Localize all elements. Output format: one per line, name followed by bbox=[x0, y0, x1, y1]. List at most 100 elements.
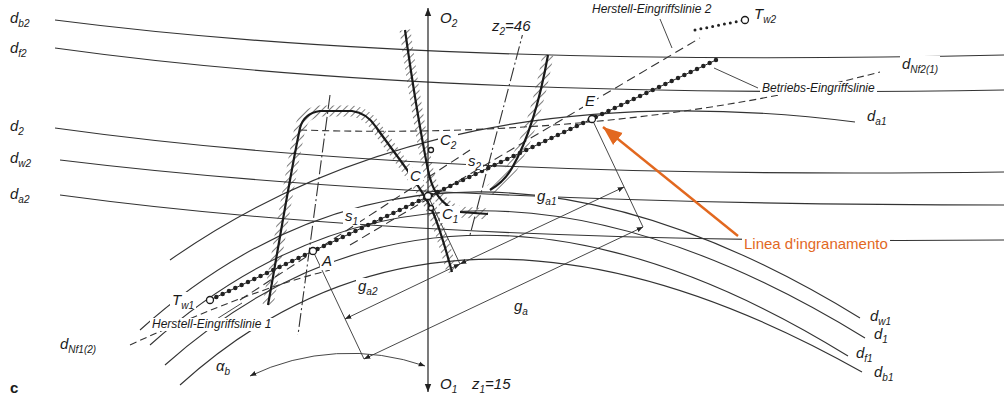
label-subscript: 2 bbox=[18, 126, 24, 137]
label-main: g bbox=[514, 297, 522, 314]
thickness-label: s2 bbox=[466, 153, 483, 170]
label-subscript: w2 bbox=[18, 158, 31, 169]
label-main: C bbox=[440, 131, 451, 148]
label-main: C bbox=[442, 205, 453, 222]
tooth-axis bbox=[470, 25, 525, 235]
dimension-line bbox=[345, 264, 460, 319]
circle-label: da1 bbox=[865, 108, 888, 125]
label-main: d bbox=[870, 307, 878, 324]
label-main: z bbox=[492, 17, 500, 34]
callout-arrow bbox=[603, 127, 738, 236]
label-main: d bbox=[60, 335, 68, 352]
dimension-line bbox=[364, 227, 643, 359]
tooth-hatching bbox=[490, 55, 548, 190]
label-subscript: 2 bbox=[451, 140, 457, 151]
point-marker bbox=[742, 17, 749, 24]
label-main: d bbox=[10, 9, 18, 26]
axis-label: O2 bbox=[438, 10, 459, 27]
label-main: z bbox=[472, 375, 480, 392]
callout-text: Linea d'ingranamento bbox=[742, 236, 890, 253]
label-main: s bbox=[345, 207, 353, 224]
label-main: g bbox=[537, 187, 545, 204]
label-subscript: b2 bbox=[18, 18, 29, 29]
dimension-label: ga bbox=[512, 298, 530, 315]
label-subscript: a1 bbox=[545, 196, 556, 207]
point-label: C1 bbox=[440, 206, 460, 223]
label-main: O bbox=[440, 375, 452, 392]
circle-label: df2 bbox=[8, 40, 29, 57]
line-label: Betriebs-Eingriffslinie bbox=[760, 82, 877, 95]
dimension-label: ga1 bbox=[535, 188, 558, 205]
label-subscript: 1 bbox=[353, 216, 359, 227]
circle-label: db1 bbox=[872, 364, 895, 381]
label-subscript: 1 bbox=[453, 214, 459, 225]
line-label: Herstell-Eingriffslinie 1 bbox=[150, 318, 273, 331]
label-main: d bbox=[902, 55, 910, 72]
label-main: d bbox=[10, 185, 18, 202]
tooth-count: z1=15 bbox=[470, 376, 513, 393]
line-of-action-dots bbox=[210, 60, 716, 300]
point-label: A bbox=[320, 253, 334, 270]
label-main: T bbox=[172, 291, 181, 308]
label-main: d bbox=[867, 107, 875, 124]
circle-label: db2 bbox=[8, 10, 31, 27]
label-subscript: w1 bbox=[181, 300, 194, 311]
pitch-circle bbox=[140, 192, 860, 330]
label-subscript: a bbox=[522, 306, 528, 317]
usable-root-circle bbox=[300, 72, 880, 131]
tip-circle bbox=[60, 195, 1004, 240]
label-main: T bbox=[754, 5, 763, 22]
tooth-profile bbox=[405, 30, 488, 214]
line-of-action bbox=[210, 60, 716, 300]
leader-line bbox=[714, 68, 758, 88]
circle-label: da2 bbox=[8, 186, 31, 203]
label-subscript: a2 bbox=[366, 286, 377, 297]
base-circle bbox=[180, 259, 862, 385]
label-main: O bbox=[440, 9, 452, 26]
dimension-label: ga2 bbox=[356, 278, 379, 295]
point-label: E bbox=[583, 93, 597, 110]
point-label: C2 bbox=[438, 132, 458, 149]
thickness-label: s1 bbox=[343, 208, 360, 225]
label-subscript: a1 bbox=[875, 116, 886, 127]
generating-line bbox=[350, 38, 700, 245]
point-label: Tw2 bbox=[752, 6, 778, 23]
circle-label: df1 bbox=[854, 345, 875, 362]
label-subscript: f1 bbox=[864, 353, 872, 364]
label-main: =15 bbox=[485, 375, 510, 392]
label-main: d bbox=[856, 344, 864, 361]
label-main: d bbox=[874, 363, 882, 380]
point-marker bbox=[207, 297, 214, 304]
figure-letter: c bbox=[8, 380, 20, 397]
label-subscript: b1 bbox=[882, 372, 893, 383]
point-label: C bbox=[408, 168, 423, 185]
label-subscript: w2 bbox=[763, 14, 776, 25]
label-subscript: f2 bbox=[18, 48, 26, 59]
point-label: Tw1 bbox=[170, 292, 196, 309]
circle-label: dNf2(1) bbox=[900, 56, 940, 73]
circle-label: d2 bbox=[8, 118, 26, 135]
label-subscript: Nf2(1) bbox=[910, 64, 938, 75]
extension-line bbox=[313, 119, 643, 359]
label-main: d bbox=[10, 39, 18, 56]
label-main: d bbox=[874, 325, 882, 342]
label-main: d bbox=[10, 149, 18, 166]
point-marker bbox=[429, 206, 434, 211]
label-subscript: 2 bbox=[452, 18, 458, 29]
usable-root-circle bbox=[130, 270, 330, 345]
axis-label: O1 bbox=[438, 376, 459, 393]
circle-label: dw2 bbox=[8, 150, 33, 167]
label-main: d bbox=[10, 117, 18, 134]
leader-line bbox=[660, 19, 672, 48]
circle-label: d1 bbox=[872, 326, 890, 343]
tooth-profile bbox=[490, 55, 548, 190]
circle-label: dNf1(2) bbox=[58, 336, 98, 353]
line-of-action-dots bbox=[695, 20, 745, 30]
point-marker bbox=[589, 116, 596, 123]
point-marker bbox=[425, 193, 432, 200]
label-subscript: 1 bbox=[452, 384, 458, 395]
label-subscript: b bbox=[225, 366, 231, 377]
line-label: Herstell-Eingriffslinie 2 bbox=[590, 3, 713, 16]
